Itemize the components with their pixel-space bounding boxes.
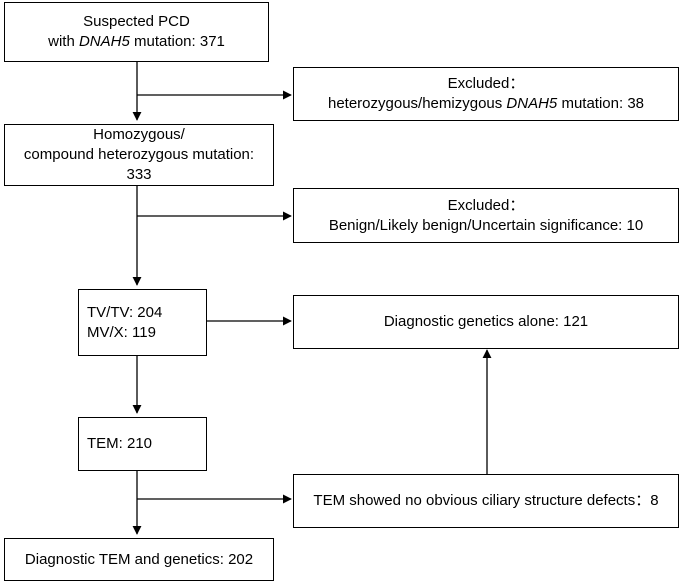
- excluded-benign-box: Excluded： Benign/Likely benign/Uncertain…: [293, 188, 679, 243]
- excluded-heterozygous-gene: DNAH5: [506, 95, 558, 112]
- diagnostic-tem-genetics-box: Diagnostic TEM and genetics: 202: [4, 538, 274, 581]
- tv-mv-box: TV/TV: 204 MV/X: 119: [78, 289, 207, 356]
- tem-count: TEM: 210: [87, 435, 153, 452]
- suspected-pcd-line2-pre: with: [48, 33, 79, 50]
- suspected-pcd-line2-post: mutation: 371: [129, 33, 225, 50]
- homozygous-line1: Homozygous/: [93, 126, 185, 143]
- tem-box: TEM: 210: [78, 417, 207, 471]
- suspected-pcd-line2: with DNAH5 mutation: 371: [48, 32, 225, 52]
- tem-no-defects-box: TEM showed no obvious ciliary structure …: [293, 474, 679, 528]
- excluded-heterozygous-box: Excluded： heterozygous/hemizygous DNAH5 …: [293, 67, 679, 121]
- tv-tv-count: TV/TV: 204: [87, 303, 163, 321]
- excluded-benign-line2: Benign/Likely benign/Uncertain significa…: [328, 216, 644, 234]
- excluded-benign-line1: Excluded：: [447, 196, 525, 214]
- excluded-heterozygous-line1: Excluded：: [447, 75, 525, 92]
- mv-x-count: MV/X: 119: [87, 323, 156, 341]
- suspected-pcd-box: Suspected PCD with DNAH5 mutation: 371: [4, 2, 269, 62]
- diagnostic-tem-genetics-text: Diagnostic TEM and genetics: 202: [24, 550, 254, 568]
- diagnostic-genetics-alone-text: Diagnostic genetics alone: 121: [383, 313, 589, 330]
- suspected-pcd-gene: DNAH5: [78, 33, 130, 50]
- excluded-heterozygous-line2: heterozygous/hemizygous DNAH5 mutation: …: [328, 94, 644, 114]
- excluded-heterozygous-line2-pre: heterozygous/hemizygous: [327, 95, 507, 112]
- diagnostic-genetics-alone-box: Diagnostic genetics alone: 121: [293, 295, 679, 349]
- excluded-heterozygous-line2-post: mutation: 38: [557, 95, 644, 112]
- homozygous-box: Homozygous/ compound heterozygous mutati…: [4, 124, 274, 186]
- homozygous-line3: 333: [126, 166, 152, 183]
- homozygous-line2: compound heterozygous mutation:: [23, 146, 255, 163]
- suspected-pcd-line1: Suspected PCD: [83, 13, 190, 30]
- tem-no-defects-text: TEM showed no obvious ciliary structure …: [313, 492, 659, 509]
